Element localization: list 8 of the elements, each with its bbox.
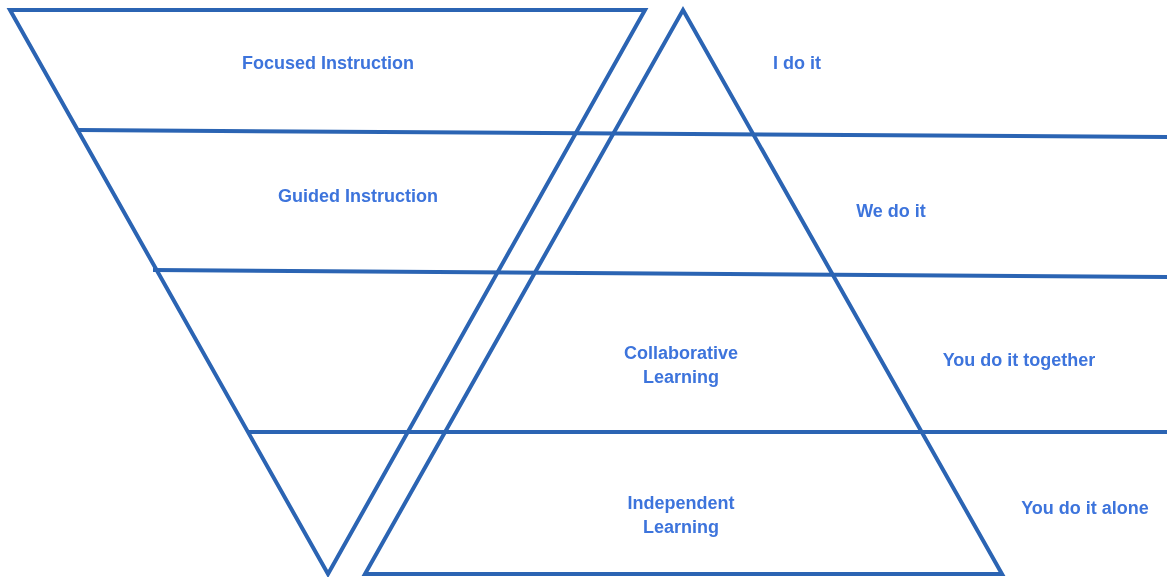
band-label: Collaborative Learning: [611, 340, 751, 390]
row-label: You do it together: [942, 349, 1096, 371]
band-label: Guided Instruction: [248, 183, 468, 209]
row-label: I do it: [773, 52, 821, 74]
row-label: We do it: [856, 200, 926, 222]
band-label: Independent Learning: [611, 490, 751, 540]
row-label: You do it alone: [1021, 497, 1149, 519]
band-label: Focused Instruction: [218, 50, 438, 76]
